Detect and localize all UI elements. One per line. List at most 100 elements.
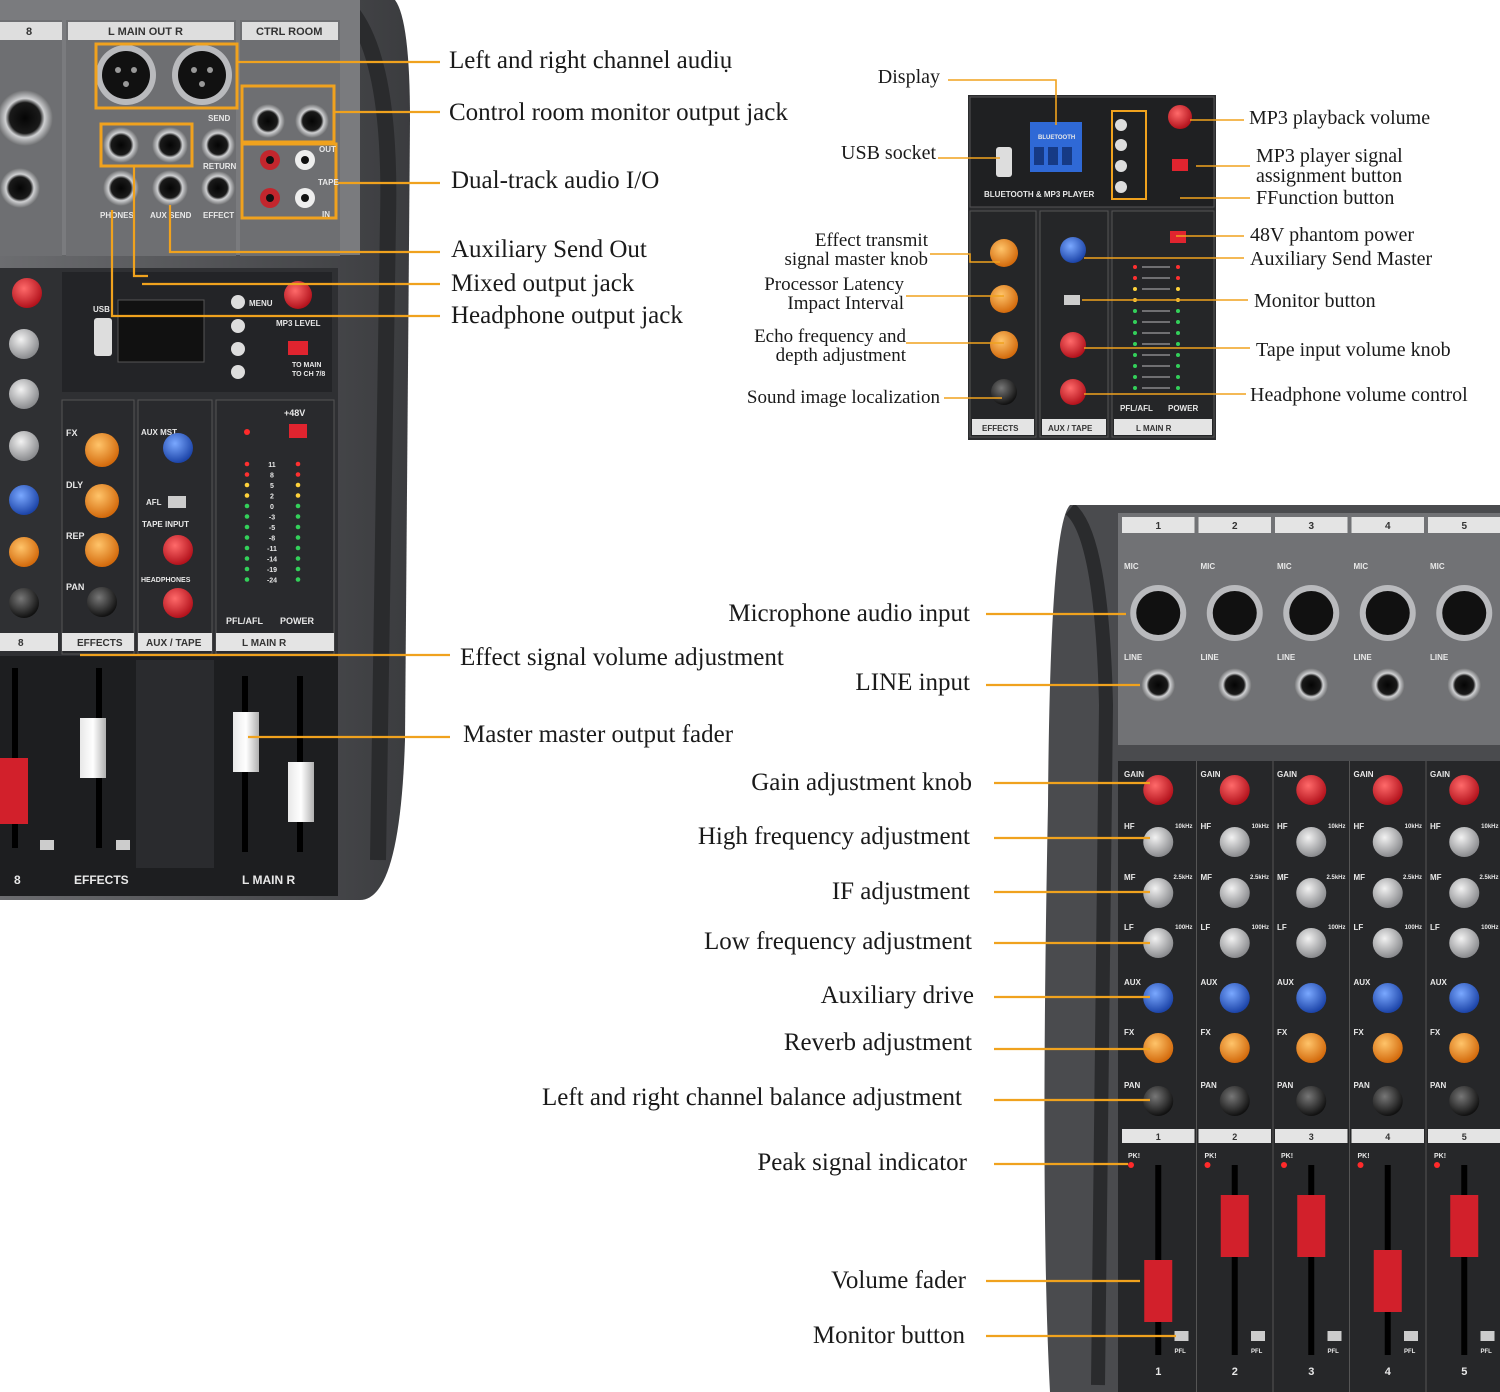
freq-label: 100Hz [1481, 925, 1498, 931]
peak-led-icon [1434, 1162, 1440, 1168]
knob-icon [1296, 1086, 1327, 1116]
callout-effect-signal: Effect signal volume adjustment [460, 644, 784, 671]
callout-monitor-button: Monitor button [812, 1322, 965, 1349]
knob-icon [1219, 775, 1250, 805]
callout-mixed-output: Mixed output jack [451, 270, 635, 297]
knob-label: HF [1354, 822, 1365, 831]
knob-icon [1143, 775, 1174, 805]
channel-number-plate [1428, 517, 1500, 533]
phones-label: PHONES [100, 211, 134, 220]
knob-label: GAIN [1277, 770, 1297, 779]
callout-gain: Gain adjustment knob [751, 769, 972, 796]
knob-label: GAIN [1201, 770, 1221, 779]
knob-icon [1372, 983, 1403, 1013]
callout-control-room: Control room monitor output jack [449, 99, 788, 126]
knob-icon [1449, 775, 1480, 805]
aux-mst-label: AUX MST [141, 428, 177, 437]
callout-tape-input: Tape input volume knob [1256, 339, 1451, 361]
meter-led [295, 461, 301, 467]
freq-label: 100Hz [1328, 925, 1345, 931]
meter-led [1176, 331, 1180, 335]
meter-led [1133, 309, 1137, 313]
knob-label: HF [1277, 822, 1288, 831]
usb-label: USB [93, 305, 110, 314]
pk-label: PK! [1434, 1153, 1446, 1160]
line-label: LINE [1430, 653, 1449, 662]
pfl-button-icon [1480, 1331, 1495, 1341]
knob-label: LF [1430, 923, 1440, 932]
callout-low-freq: Low frequency adjustment [704, 928, 972, 955]
pfl-button-icon [1174, 1331, 1189, 1341]
line-label: LINE [1277, 653, 1296, 662]
channel-number-label: 1 [1156, 1132, 1161, 1142]
pk-label: PK! [1358, 1153, 1370, 1160]
freq-label: 10kHz [1252, 824, 1269, 830]
knob-label: FX [1277, 1028, 1288, 1037]
callout-master-fader: Master master output fader [463, 721, 734, 748]
volume-fader-icon [1144, 1260, 1173, 1322]
fader-slot [1461, 1165, 1468, 1355]
callout-monitor-button-top: Monitor button [1254, 290, 1376, 312]
knob-icon [1296, 775, 1327, 805]
meter-scale-label: -24 [267, 578, 277, 585]
peak-led-icon [1357, 1162, 1364, 1168]
knob-icon [1296, 1033, 1327, 1063]
line-input-icon [1217, 668, 1252, 702]
lcd-text: BLUETOOTH [1038, 135, 1075, 141]
meter-scale-label: -11 [267, 546, 277, 553]
meter-led [244, 545, 250, 551]
knob-icon [1372, 827, 1403, 857]
usb-socket-icon [996, 147, 1012, 177]
pfl-button-icon [1327, 1331, 1342, 1341]
line-label: LINE [1124, 653, 1143, 662]
meter-led [1133, 375, 1137, 379]
channel-number-plate [1351, 1129, 1424, 1143]
meter-led [244, 556, 250, 561]
detail-aux-tape-label: AUX / TAPE [1048, 424, 1093, 433]
knob-label: LF [1354, 923, 1364, 932]
bt-label: BLUETOOTH & MP3 PLAYER [984, 190, 1094, 199]
meter-led [1133, 342, 1137, 346]
callout-high-freq: High frequency adjustment [697, 823, 970, 850]
callout-display: Display [877, 66, 940, 88]
pfl-label: PFL [1175, 1349, 1187, 1355]
meter-led [1176, 342, 1180, 346]
phantom-label: +48V [284, 408, 305, 418]
peak-led-icon [1204, 1162, 1211, 1168]
meter-scale-label: 2 [270, 494, 274, 501]
meter-led [295, 493, 301, 498]
knob-icon [1143, 983, 1174, 1013]
knob-icon [1296, 878, 1327, 908]
knob-icon [1219, 827, 1250, 857]
meter-led [295, 535, 301, 540]
channel-number-label: 5 [1461, 521, 1467, 532]
freq-label: 2.5kHz [1173, 875, 1192, 881]
meter-led [1133, 386, 1137, 390]
meter-led [1176, 353, 1180, 357]
xlr-input-hole [1136, 591, 1181, 635]
knob-label: LF [1124, 923, 1134, 932]
line-input-icon [1370, 668, 1405, 702]
top-right-detail-photo: BLUETOOTH BLUETOOTH & MP3 PLAYER PFL/AFL… [968, 95, 1216, 440]
mic-label: MIC [1277, 562, 1292, 571]
knob-label: PAN [1430, 1081, 1447, 1090]
meter-scale-label: -19 [267, 567, 277, 574]
knob-icon [1449, 983, 1480, 1013]
knob-label: HF [1201, 822, 1212, 831]
meter-led [295, 503, 301, 509]
meter-led [295, 482, 301, 488]
xlr-input-hole [1365, 591, 1410, 635]
knob-label: AUX [1430, 978, 1448, 987]
callout-processor-latency-2: Impact Interval [787, 293, 904, 314]
meter-led [244, 493, 250, 498]
channel-number-label: 2 [1232, 521, 1238, 532]
channel-number-plate [1122, 517, 1195, 533]
meter-led [1176, 386, 1180, 390]
callout-function-button: FFunction button [1256, 187, 1395, 209]
xlr-input-hole [1289, 591, 1334, 635]
channel-number-label: 4 [1385, 521, 1391, 532]
callout-processor-latency-1: Processor Latency [764, 274, 904, 295]
